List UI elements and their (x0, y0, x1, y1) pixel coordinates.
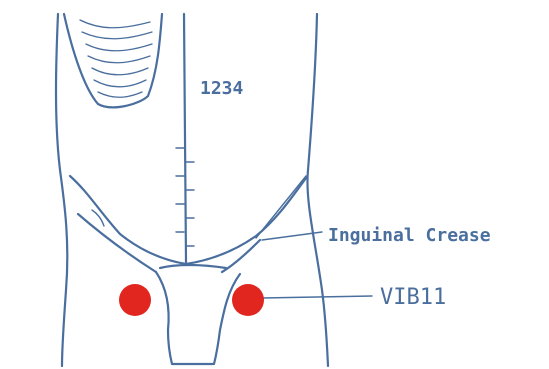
ribcage-hatching (80, 20, 152, 97)
vib11-label: VIB11 (380, 285, 446, 310)
perineum-curve (160, 265, 226, 268)
midline (184, 14, 186, 262)
right-iliac-line (186, 178, 306, 264)
vib11-pointer (262, 296, 372, 298)
left-torso-outline (56, 14, 67, 366)
inner-thigh-outline (156, 272, 240, 364)
right-hip-fold (256, 176, 306, 238)
left-inguinal-crease (78, 214, 156, 272)
right-torso-outline (307, 14, 328, 366)
left-iliac-line (70, 176, 186, 264)
acupoint-left (119, 284, 151, 316)
acupoint-right (232, 284, 264, 316)
inguinal-crease-label: Inguinal Crease (328, 225, 491, 246)
scale-numbers: 1234 (200, 78, 244, 99)
